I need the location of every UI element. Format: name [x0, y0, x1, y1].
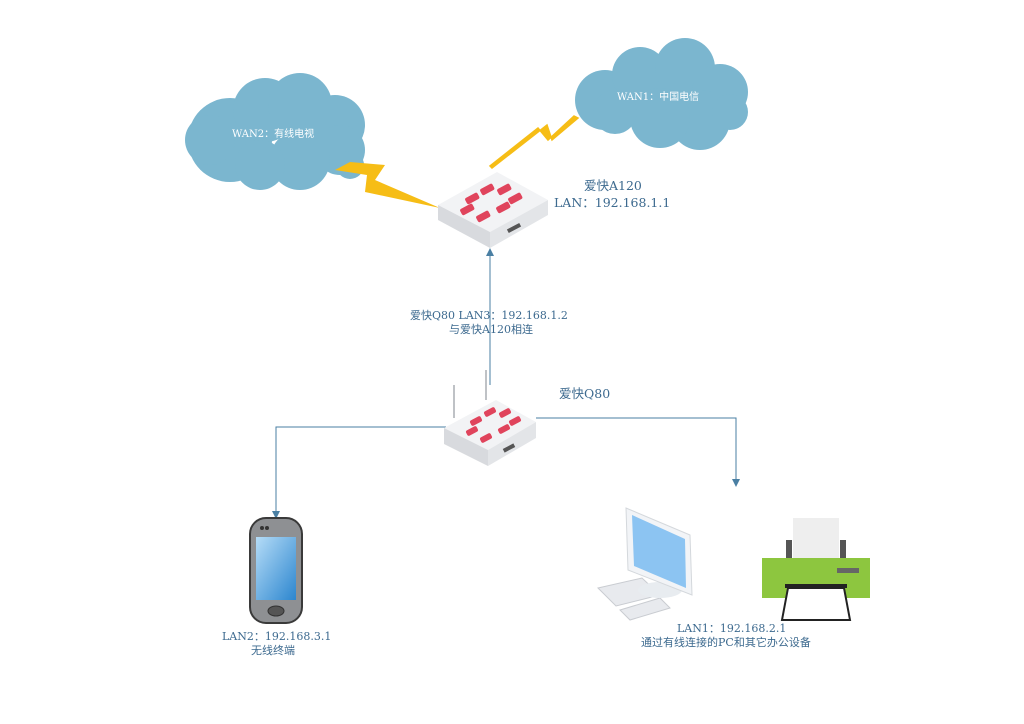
office-desc: 通过有线连接的PC和其它办公设备 [641, 636, 811, 649]
link-label-line1: 爱快Q80 LAN3：192.168.1.2 [410, 309, 568, 322]
lightning-wan2 [335, 162, 440, 208]
printer-icon [762, 518, 870, 621]
wan2-label: WAN2：有线电视 [232, 129, 315, 140]
link-q80-to-phone [272, 426, 446, 519]
phone-icon [249, 517, 303, 624]
phone-desc: 无线终端 [251, 644, 295, 657]
lightning-wan1 [488, 115, 580, 169]
link-label-line2: 与爱快A120相连 [449, 323, 533, 336]
phone-lan: LAN2：192.168.3.1 [222, 630, 332, 643]
a120-lan: LAN：192.168.1.1 [554, 195, 671, 210]
pc-icon [597, 507, 693, 621]
office-lan: LAN1：192.168.2.1 [677, 622, 787, 635]
link-q80-to-office [536, 417, 740, 487]
a120-name: 爱快A120 [584, 178, 642, 193]
router-a120-icon [438, 172, 548, 248]
wan1-label: WAN1：中国电信 [617, 92, 700, 103]
q80-name: 爱快Q80 [559, 386, 611, 401]
router-q80-icon [444, 370, 536, 466]
cloud-wan1 [575, 38, 748, 150]
cloud-wan2 [185, 73, 365, 190]
